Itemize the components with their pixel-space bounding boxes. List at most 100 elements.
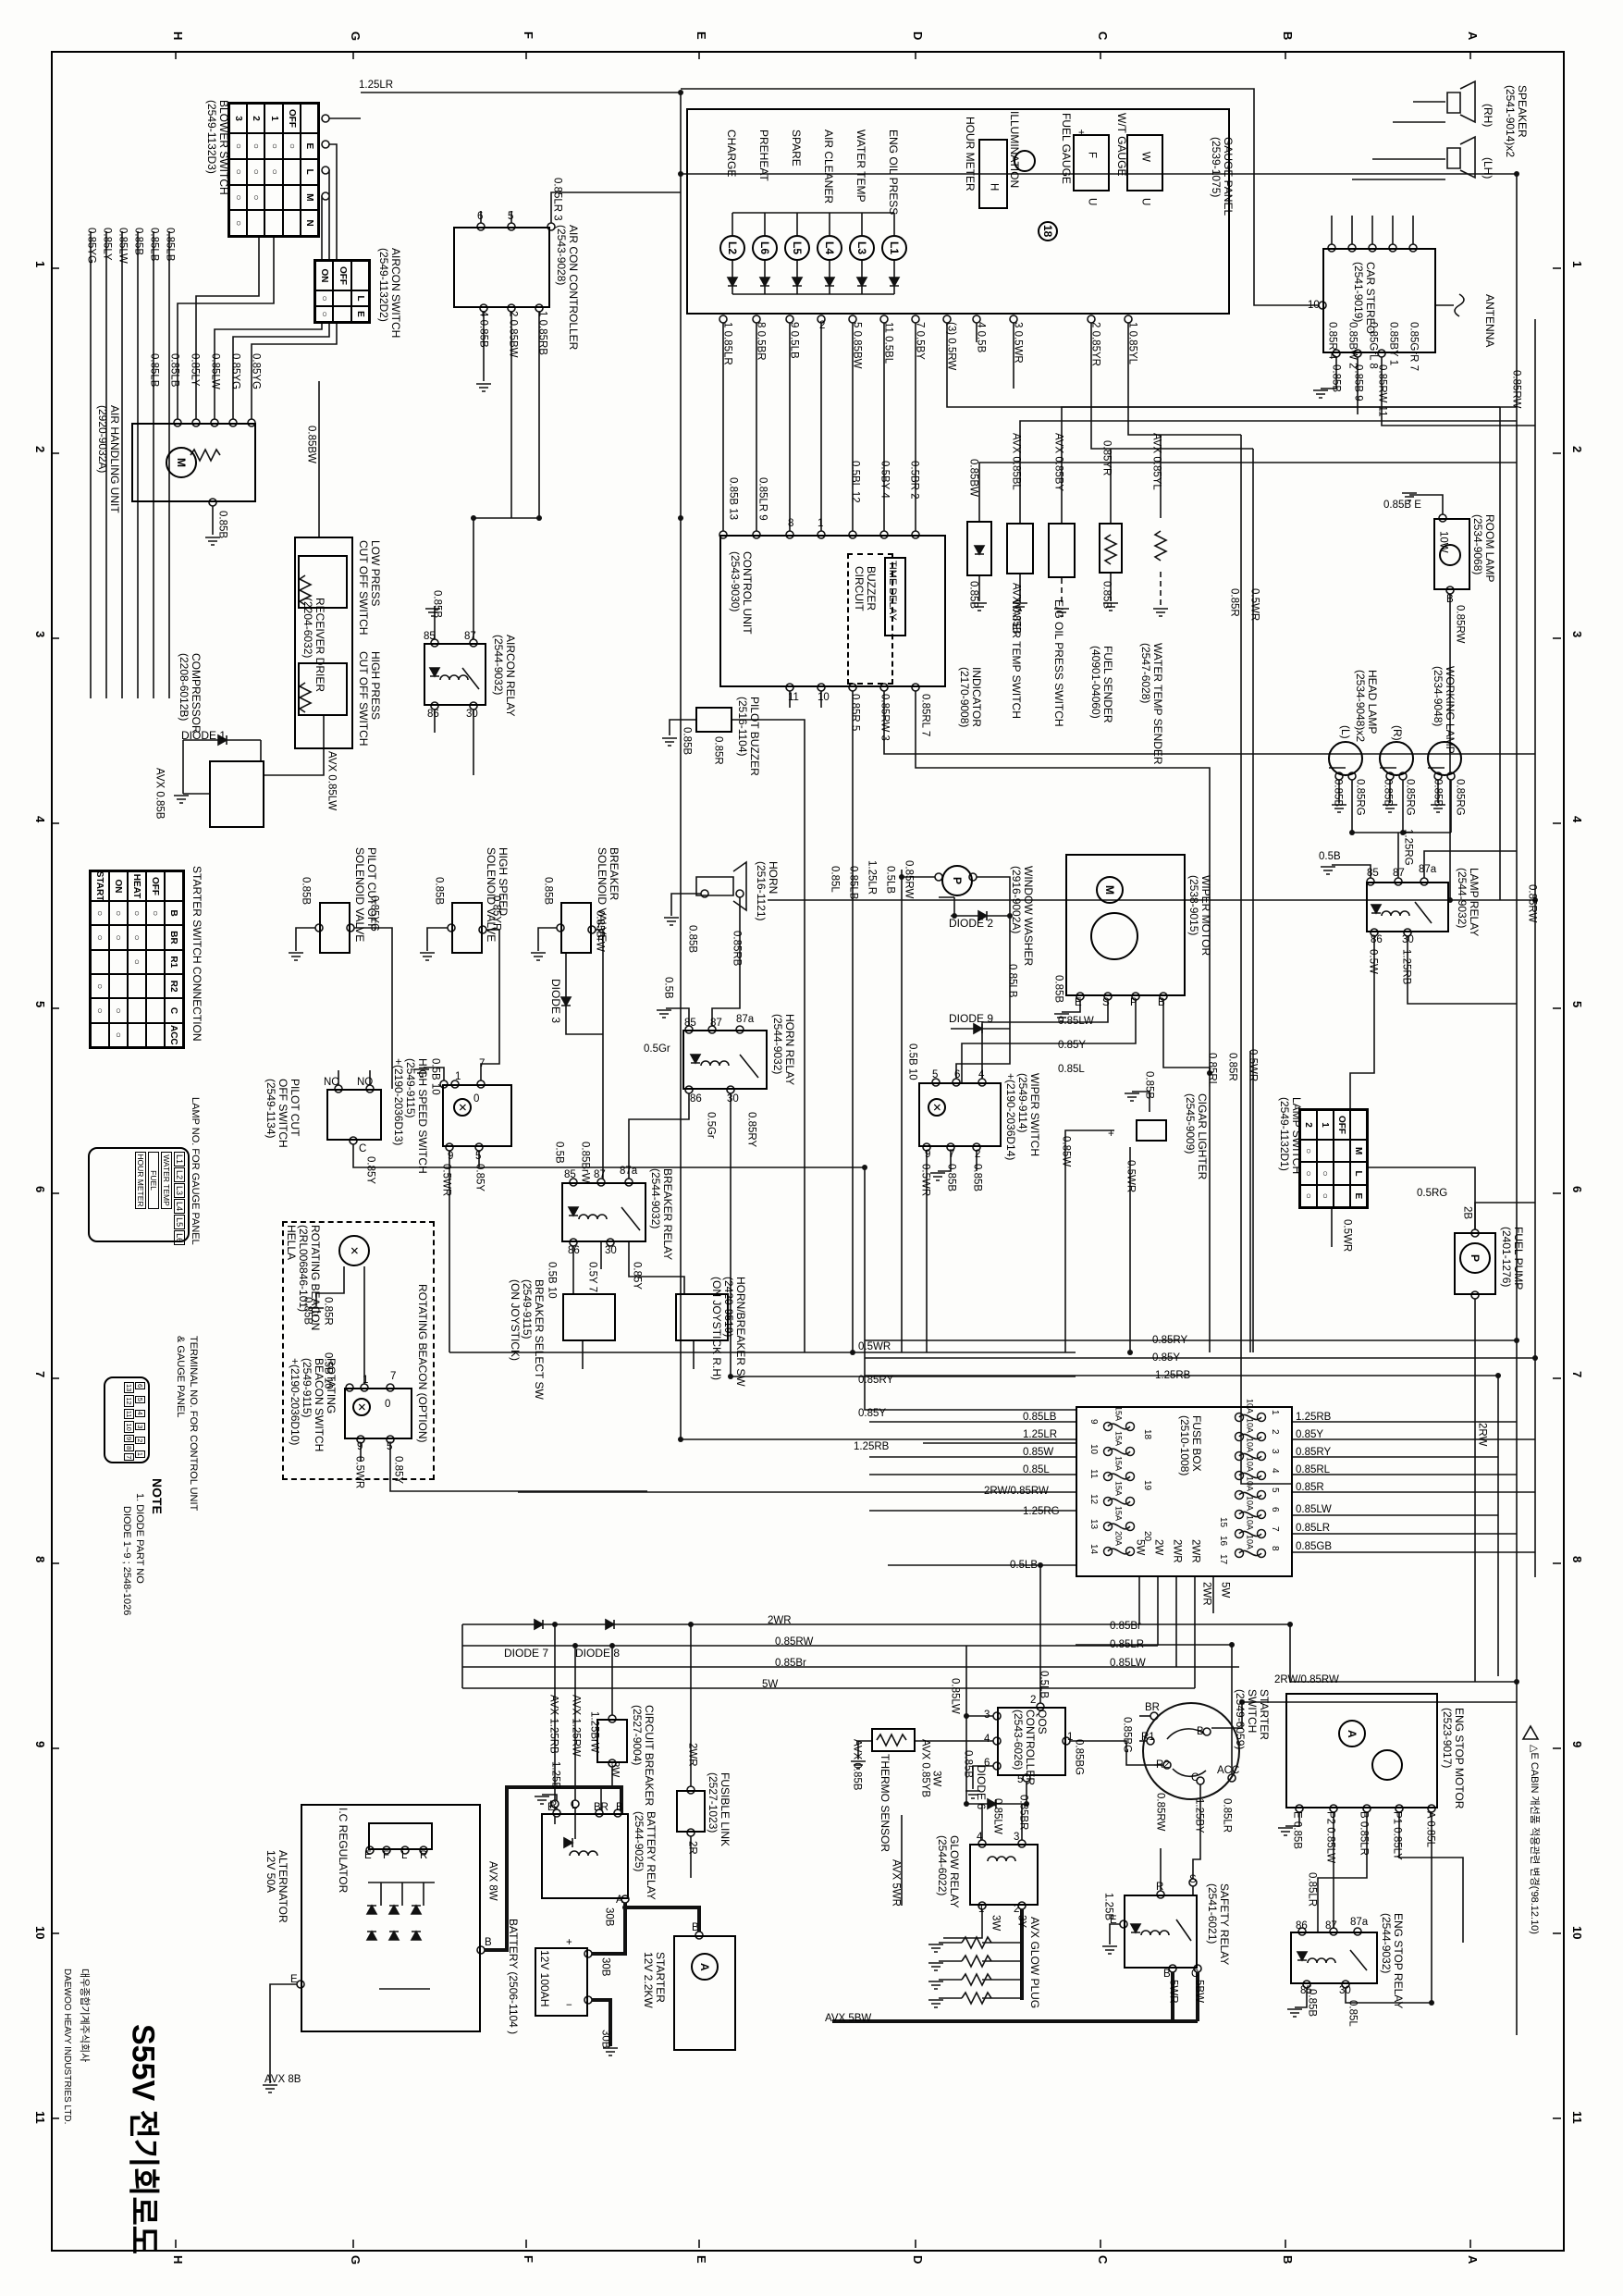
- wire-label: 7: [390, 1371, 397, 1382]
- table-col-header: L: [1350, 1162, 1367, 1185]
- air-handling-unit-box: [131, 423, 256, 502]
- wire-label: 0.85B: [681, 727, 693, 756]
- table-cell: [282, 210, 301, 236]
- buzzer-circuit-box: [847, 553, 893, 685]
- zone-col-label: D: [911, 31, 925, 41]
- table-row-header: 2: [247, 104, 265, 133]
- wire-label: 1.25RB: [1400, 949, 1412, 985]
- wire-label: 87a: [620, 1166, 638, 1177]
- wire-label: 0.85B: [1330, 364, 1342, 393]
- wire-label: 1.25B: [549, 1761, 561, 1790]
- lamp-charge-label: CHARGE: [724, 130, 738, 178]
- lamp-relay-box: [1366, 882, 1449, 932]
- wiper-switch-box: [918, 1082, 1002, 1147]
- wire-label: AVX 0.85B: [1010, 583, 1022, 635]
- cigar-lighter-box: [1136, 1119, 1167, 1142]
- wire-label: 0.85LW: [209, 353, 221, 389]
- starter-label: STARTER 12V 2.2KW: [641, 1952, 667, 2008]
- wire-label: 0.85RL 7: [919, 694, 931, 737]
- wire-label: 0.85B E: [1383, 500, 1421, 511]
- wire-label: 4: [978, 1069, 985, 1080]
- wire-label: AVX 0.85LW: [326, 751, 338, 811]
- table-cell: ○: [229, 158, 248, 185]
- company-name-kr: 대우종합기계주식회사: [78, 1969, 90, 2063]
- window-washer-label: WINDOW WASHER (2916-9002A): [1009, 866, 1035, 967]
- wire-label: AVX 1.25RB: [547, 1695, 559, 1754]
- control-unit-box: [719, 535, 946, 687]
- table-cell: ○: [315, 290, 334, 306]
- indicator-lamp-l2: L2: [719, 235, 745, 261]
- wire-label: 0.5WR: [1247, 1049, 1259, 1082]
- wire-label: 0.85RY: [745, 1112, 757, 1148]
- indicator-lamp-l1-text: L1: [888, 241, 901, 254]
- fuse-pin-number: 19: [1141, 1480, 1152, 1491]
- table-cell: [146, 1022, 165, 1047]
- table-cell: [264, 210, 283, 236]
- wire-label: 0.85B: [542, 877, 554, 906]
- wire-label: 5BW: [1193, 1980, 1205, 2003]
- wire-label: 9: [357, 1441, 363, 1452]
- antenna-label: ANTENNA: [1482, 294, 1496, 348]
- fuse-rating: 15A: [1113, 1406, 1124, 1422]
- wire-label: E 0.85B: [1291, 1811, 1303, 1849]
- indicator-lamp-l5-text: L5: [791, 241, 804, 254]
- battery-spec-label: 12V 100AH: [537, 1950, 551, 2007]
- wire-label: 2RW/0.85RW: [1274, 1674, 1339, 1685]
- blower-switch-label: BLOWER SWITCH (2549-1132D3): [204, 100, 230, 195]
- fuel-gauge-box: [1073, 134, 1110, 191]
- fuse-pin-number: 7: [1269, 1526, 1280, 1532]
- zone-row-label: 10: [1570, 1926, 1584, 1940]
- blower-motor-text: M: [175, 458, 188, 467]
- fuse-rating: 15A: [1113, 1506, 1124, 1522]
- wiper-motor-label: WIPER MOTOR (2538-9015): [1187, 875, 1212, 957]
- car-stereo-box: [1322, 248, 1436, 353]
- wire-label: 0.85BG: [1121, 1717, 1133, 1753]
- breaker-select-sw-label: BREAKER SELECT SW (2549-9115) (ON JOYSTI…: [508, 1279, 546, 1400]
- wire-label: 85: [564, 1169, 576, 1180]
- high-speed-solenoid-label: HIGH SPEED SOLENOID VALVE: [484, 847, 510, 943]
- wire-label: 0.85RG: [1454, 779, 1466, 816]
- wire-label: 0.85LR 9: [756, 477, 768, 521]
- table-cell: ○: [109, 1022, 128, 1047]
- aircon-relay-label: AIRCON RELAY (2544-9032): [491, 635, 517, 717]
- table-cell: [128, 974, 146, 999]
- zone-row-label: 4: [33, 816, 47, 823]
- table-cell: ○: [282, 133, 301, 159]
- safety-relay-box: [1124, 1895, 1198, 1969]
- wire-label: 87: [594, 1169, 606, 1180]
- fuel-sender-label: FUEL SENDER (40901-04060): [1088, 646, 1114, 723]
- cigar-lighter-label: CIGAR LIGHTER (2545-9009): [1183, 1093, 1209, 1180]
- wire-label: 0.85RW: [903, 860, 915, 899]
- wire-label: 87a: [1350, 1917, 1369, 1928]
- wt-gauge-box: [1126, 134, 1163, 191]
- wire-label: 0.85R: [1226, 1053, 1238, 1081]
- wire-label: 86: [568, 1245, 580, 1256]
- lamp-number: L4: [174, 1199, 185, 1215]
- wire-label: 0.85Y: [392, 1456, 404, 1485]
- eg-oil-press-switch-label: E/G OIL PRESS SWITCH: [1051, 599, 1065, 727]
- wire-label: 7: [479, 1058, 486, 1069]
- beacon-switch-label: ROTATING BEACON SWITCH (2549-9115) +(219…: [288, 1358, 338, 1452]
- fuse-pin-number: 1: [1269, 1410, 1280, 1415]
- table-cell: ○: [264, 158, 283, 185]
- zone-row-label: 6: [33, 1186, 47, 1193]
- fuse-rating: 10A: [1245, 1438, 1255, 1453]
- wire-label: 2WR: [1189, 1539, 1201, 1563]
- wire-label: 30B: [599, 2030, 611, 2049]
- wire-label: 0.85B: [962, 1750, 974, 1779]
- wire-label: 2WR: [1171, 1539, 1183, 1563]
- low-press-switch-box: [298, 555, 348, 609]
- wire-label: B: [1163, 1969, 1171, 1980]
- wire-label: R: [1156, 1882, 1164, 1893]
- wire-label: 0.85B: [1100, 581, 1113, 610]
- wire-label: 1.25LR: [1023, 1429, 1058, 1440]
- pilot-buzzer-box: [695, 707, 732, 733]
- wire-label: 0.5WR: [858, 1341, 891, 1352]
- fuse-box-box: [1076, 1406, 1293, 1577]
- wire-label: 0.85GB: [1296, 1541, 1332, 1552]
- table-cell: [91, 949, 109, 974]
- washer-pump: P: [941, 865, 973, 896]
- illumination-label: ILLUMINATION: [1007, 111, 1021, 189]
- fuse-box-label: FUSE BOX (2510-1008): [1177, 1415, 1203, 1476]
